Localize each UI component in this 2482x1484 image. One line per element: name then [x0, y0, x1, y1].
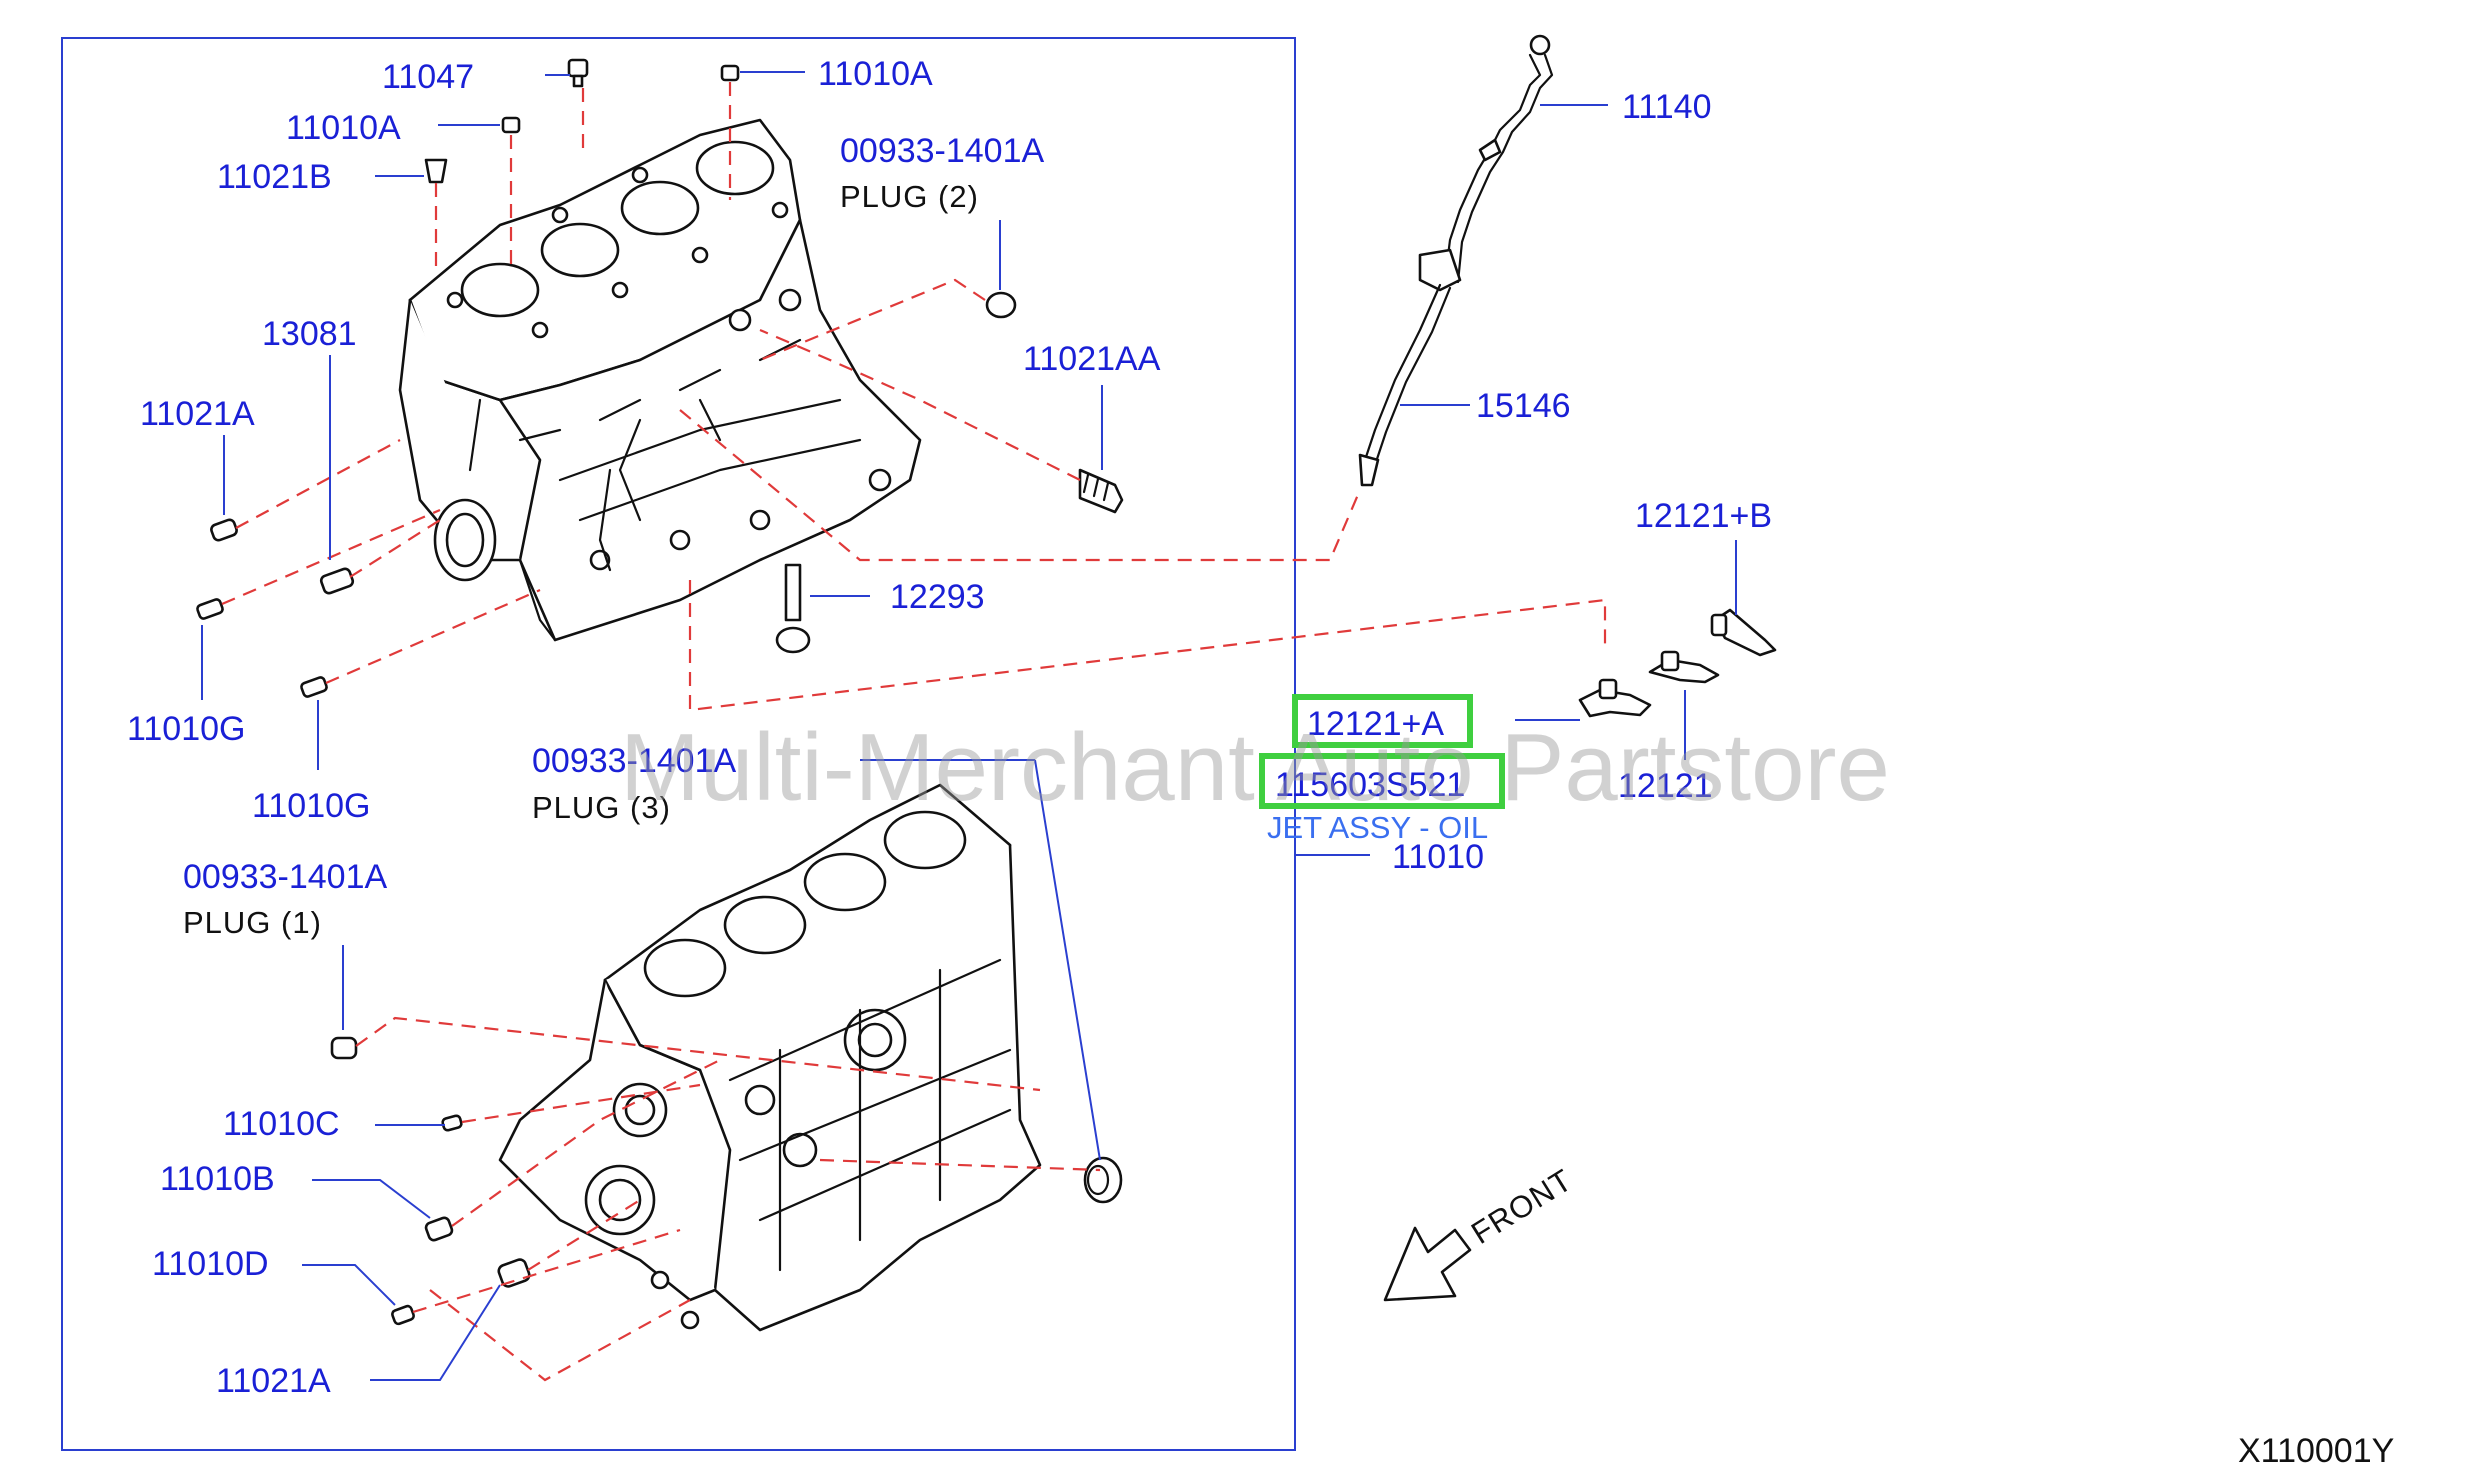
- label-11010a-top[interactable]: 11010A: [818, 55, 933, 93]
- lower-leader-lines: [302, 759, 1101, 1381]
- upper-leader-lines: [201, 71, 1103, 770]
- front-label: FRONT: [1465, 1162, 1578, 1251]
- label-11010c[interactable]: 11010C: [223, 1105, 340, 1143]
- label-00933-1401a-3[interactable]: 00933-1401A: [532, 742, 737, 780]
- label-11010b[interactable]: 11010B: [160, 1160, 275, 1198]
- right-leader-lines: [1295, 104, 1737, 856]
- lower-small-parts: [330, 1036, 1123, 1326]
- label-11021aa[interactable]: 11021AA: [1023, 340, 1161, 378]
- front-arrow: FRONT: [1383, 1162, 1578, 1302]
- desc-plug-1: PLUG (1): [183, 905, 322, 940]
- label-11010[interactable]: 11010: [1392, 838, 1484, 876]
- label-00933-1401a-2[interactable]: 00933-1401A: [840, 132, 1045, 170]
- highlight-box-115603s521: [1259, 753, 1505, 809]
- desc-plug-2: PLUG (2): [840, 179, 979, 214]
- desc-jet-assy-oil: JET ASSY - OIL: [1267, 810, 1488, 845]
- upper-install-lines: [221, 82, 1607, 712]
- lower-cylinder-block-illustration: [498, 783, 1042, 1332]
- label-11010g-2[interactable]: 11010G: [252, 787, 370, 825]
- label-115603s521[interactable]: 115603S521: [1275, 766, 1465, 804]
- label-15146[interactable]: 15146: [1476, 387, 1571, 425]
- label-11140[interactable]: 11140: [1622, 88, 1712, 126]
- label-00933-1401a-1[interactable]: 00933-1401A: [183, 858, 388, 896]
- label-13081[interactable]: 13081: [262, 315, 357, 353]
- diagram-code: X110001Y: [2238, 1432, 2394, 1470]
- label-11010g-1[interactable]: 11010G: [127, 710, 245, 748]
- label-11021a-bottom[interactable]: 11021A: [216, 1362, 331, 1400]
- upper-cylinder-block-illustration: [398, 118, 922, 642]
- desc-plug-3: PLUG (3): [532, 790, 671, 825]
- label-11021a-top[interactable]: 11021A: [140, 395, 255, 433]
- upper-small-parts: [196, 58, 1124, 698]
- label-11021b[interactable]: 11021B: [217, 158, 332, 196]
- oil-jet-illustrations: [1578, 608, 1777, 718]
- part-labels: 11047 11010A 11010A 11021B 00933-1401A P…: [127, 55, 1772, 1400]
- label-12121-a[interactable]: 12121+A: [1307, 705, 1444, 743]
- label-11047[interactable]: 11047: [382, 58, 474, 96]
- label-12121-b[interactable]: 12121+B: [1635, 497, 1772, 535]
- watermark: Multi-Merchant Auto Partstore: [620, 714, 1890, 821]
- label-11010d[interactable]: 11010D: [152, 1245, 269, 1283]
- label-11010a-left[interactable]: 11010A: [286, 109, 401, 147]
- lower-install-lines: [355, 1016, 1101, 1382]
- dipstick-illustration: [1358, 34, 1554, 487]
- label-12121[interactable]: 12121: [1618, 767, 1713, 805]
- label-12293[interactable]: 12293: [890, 578, 985, 616]
- highlight-box-12121-a: [1292, 694, 1473, 748]
